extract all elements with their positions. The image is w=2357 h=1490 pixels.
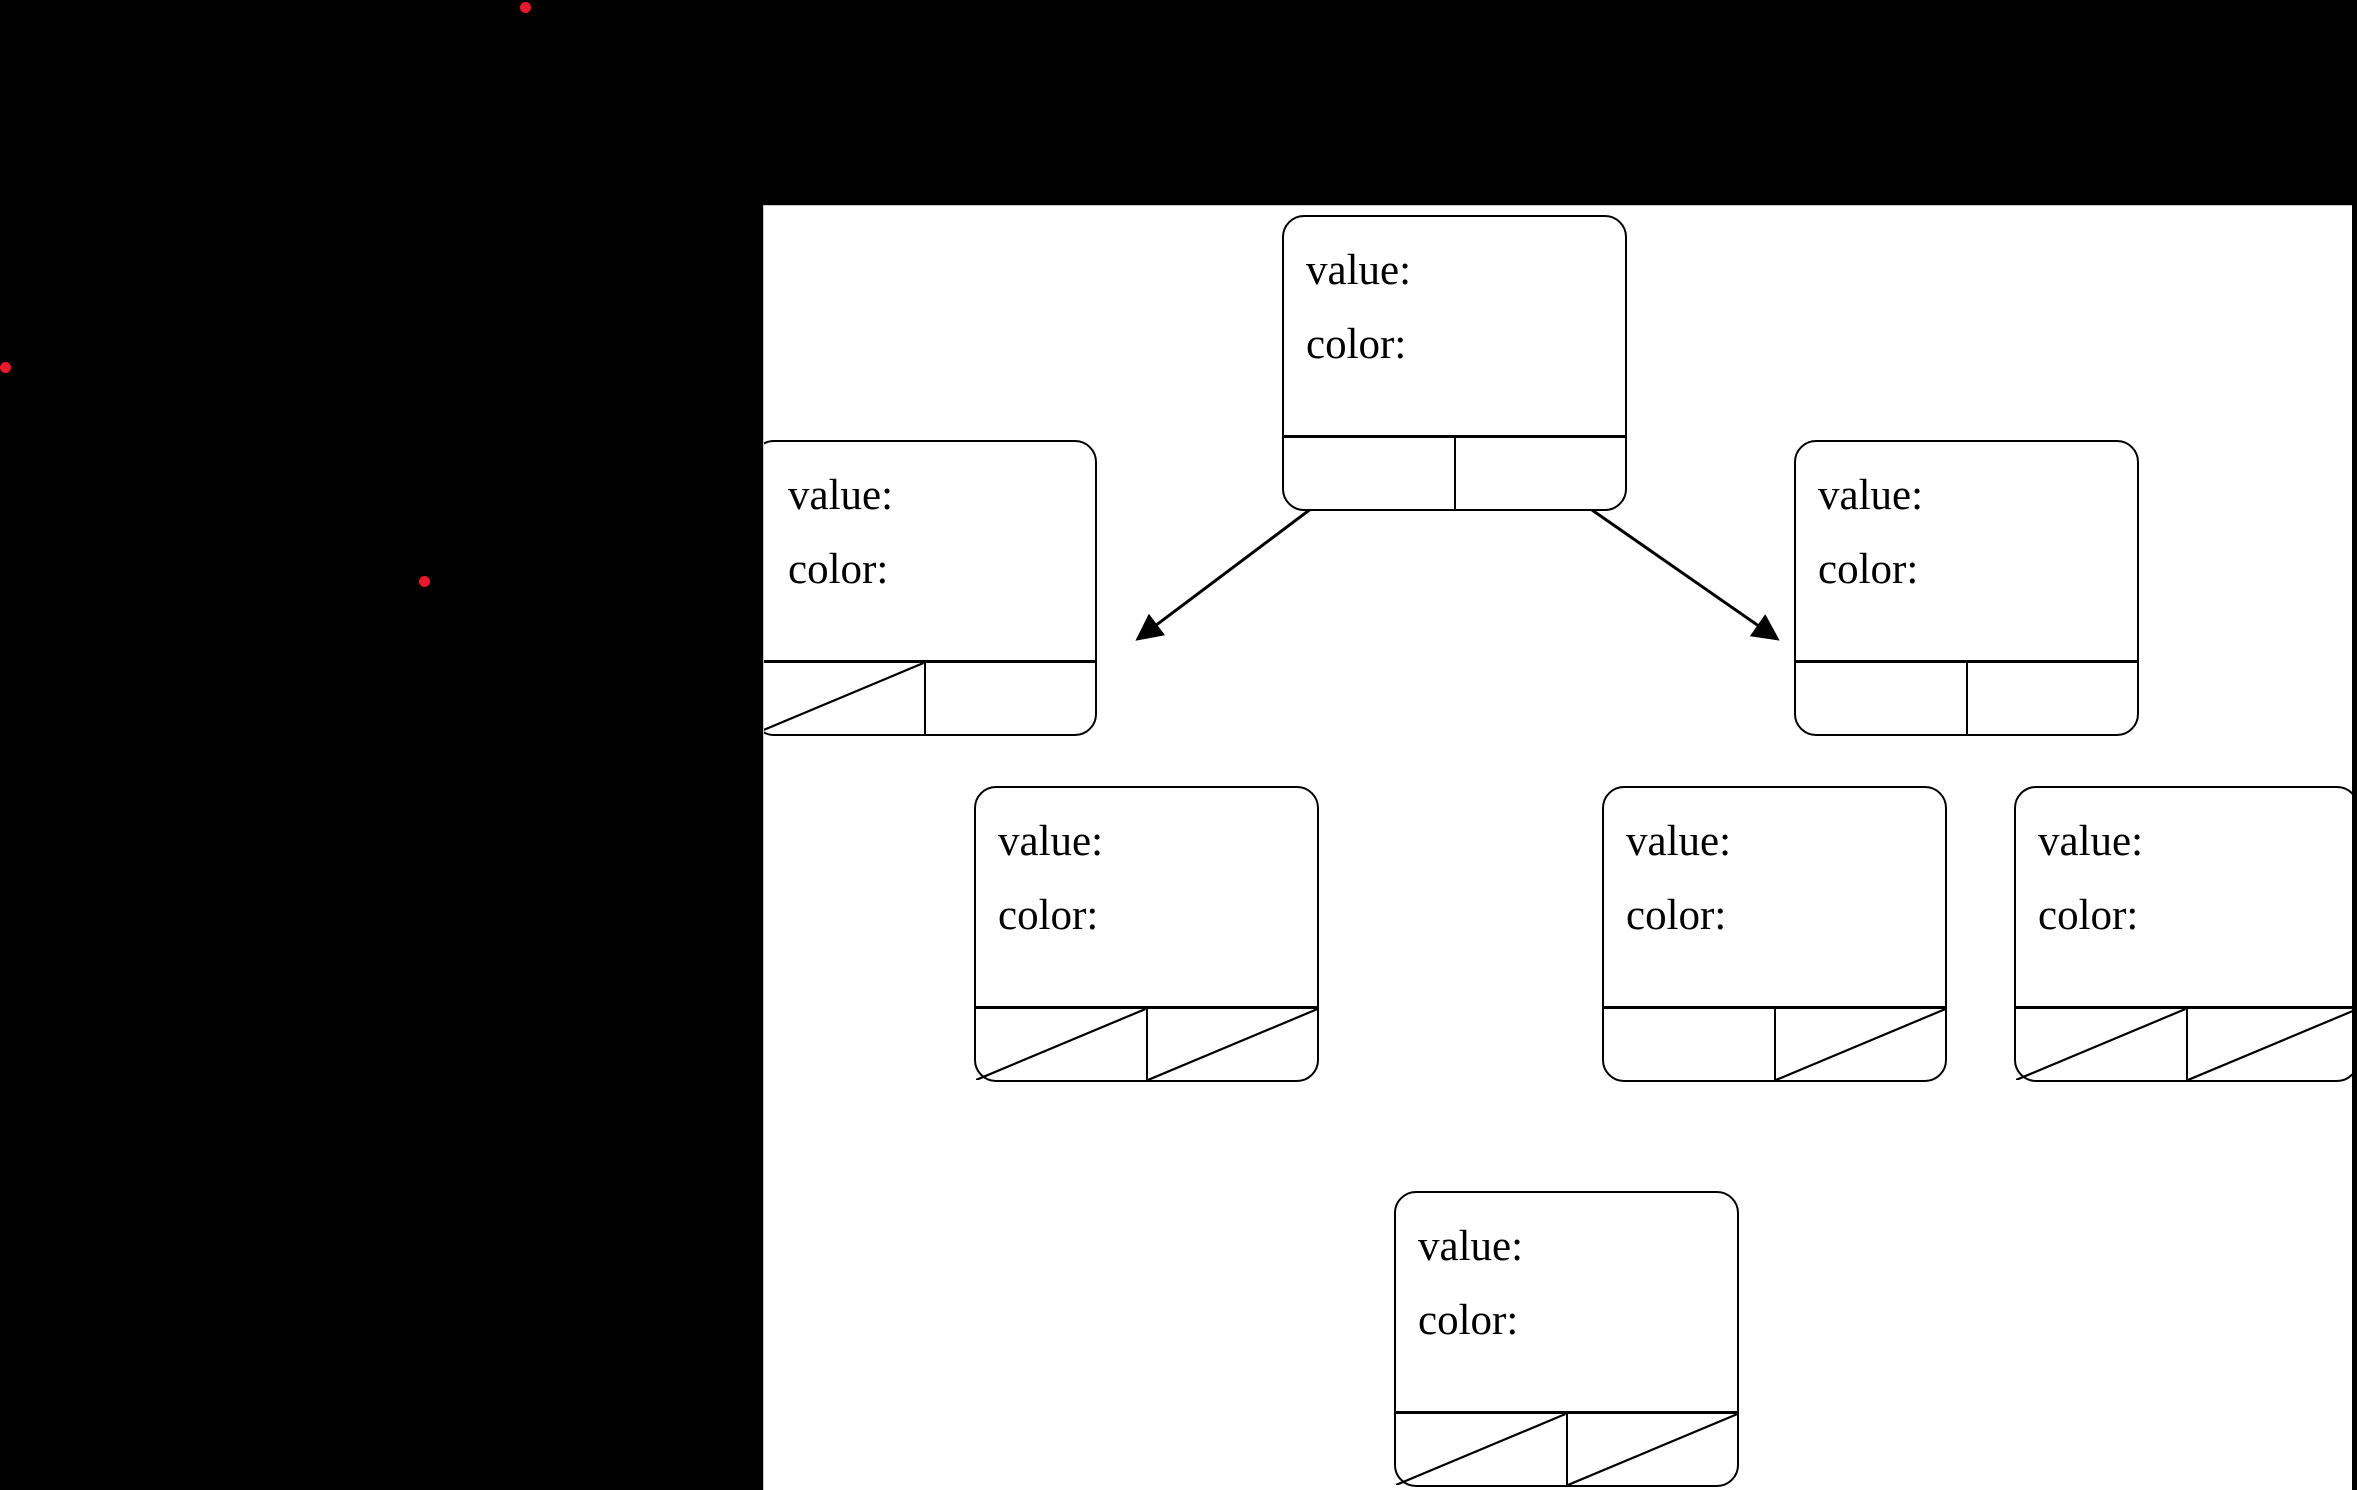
tree-node-left-child-right-leaf[interactable]: value: color: bbox=[974, 786, 1319, 1082]
right-black-strip bbox=[2352, 0, 2357, 1490]
null-slash-icon bbox=[763, 663, 924, 734]
tree-node-root[interactable]: value: color: bbox=[1282, 215, 1627, 511]
node-value-label: value: bbox=[998, 818, 1104, 865]
node-fields: value: color: bbox=[1284, 217, 1625, 366]
node-pointer-bar bbox=[763, 660, 1096, 734]
right-pointer-cell-null[interactable] bbox=[2185, 1009, 2353, 1080]
node-value-label: value: bbox=[1306, 247, 1412, 294]
node-pointer-bar bbox=[976, 1006, 1317, 1080]
node-fields: value: color: bbox=[1604, 788, 1945, 937]
tree-node-right-child-right-leaf[interactable]: value: color: bbox=[2014, 786, 2352, 1082]
null-slash-icon bbox=[1776, 1009, 1946, 1080]
node-fields: value: color: bbox=[1396, 1193, 1737, 1342]
node-pointer-bar bbox=[1796, 660, 2137, 734]
node-value-label: value: bbox=[1626, 818, 1732, 865]
left-pointer-cell-null[interactable] bbox=[1396, 1414, 1566, 1485]
null-slash-icon bbox=[2016, 1009, 2186, 1080]
node-value-label: value: bbox=[2038, 818, 2144, 865]
node-fields: value: color: bbox=[976, 788, 1317, 937]
tree-node-right-child[interactable]: value: color: bbox=[1794, 440, 2139, 736]
node-value-label: value: bbox=[1418, 1223, 1524, 1270]
node-color-label: color: bbox=[1418, 1297, 1519, 1344]
node-pointer-bar bbox=[1604, 1006, 1945, 1080]
right-pointer-cell[interactable] bbox=[1965, 663, 2138, 734]
left-pointer-cell-null[interactable] bbox=[976, 1009, 1146, 1080]
null-slash-icon bbox=[1148, 1009, 1318, 1080]
node-fields: value: color: bbox=[764, 442, 1095, 593]
red-dot-left bbox=[0, 362, 11, 373]
red-dot-top bbox=[520, 2, 531, 13]
node-color-label: color: bbox=[788, 546, 889, 593]
node-value-label: value: bbox=[1818, 472, 1924, 519]
right-pointer-cell-null[interactable] bbox=[1773, 1009, 1946, 1080]
node-color-label: color: bbox=[1306, 321, 1407, 368]
null-slash-icon bbox=[976, 1009, 1146, 1080]
diagram-canvas-panel[interactable]: value: color: value: color: bbox=[763, 205, 2352, 1490]
node-fields: value: color: bbox=[2016, 788, 2352, 937]
null-slash-icon bbox=[1568, 1414, 1738, 1485]
left-pointer-cell-null[interactable] bbox=[763, 663, 924, 734]
node-pointer-bar bbox=[2016, 1006, 2352, 1080]
node-color-label: color: bbox=[1818, 546, 1919, 593]
right-pointer-cell[interactable] bbox=[1453, 438, 1626, 509]
tree-node-deepest-leaf[interactable]: value: color: bbox=[1394, 1191, 1739, 1487]
node-color-label: color: bbox=[2038, 892, 2139, 939]
right-pointer-cell-null[interactable] bbox=[1145, 1009, 1318, 1080]
null-slash-icon bbox=[2188, 1009, 2353, 1080]
right-pointer-cell[interactable] bbox=[923, 663, 1096, 734]
left-pointer-cell-null[interactable] bbox=[2016, 1009, 2186, 1080]
red-dot-mid bbox=[419, 576, 430, 587]
node-color-label: color: bbox=[1626, 892, 1727, 939]
left-pointer-cell[interactable] bbox=[1604, 1009, 1774, 1080]
tree-node-right-child-left-node[interactable]: value: color: bbox=[1602, 786, 1947, 1082]
node-pointer-bar bbox=[1396, 1411, 1737, 1485]
left-pointer-cell[interactable] bbox=[1284, 438, 1454, 509]
node-pointer-bar bbox=[1284, 435, 1625, 509]
right-pointer-cell-null[interactable] bbox=[1565, 1414, 1738, 1485]
node-value-label: value: bbox=[788, 472, 894, 519]
node-color-label: color: bbox=[998, 892, 1099, 939]
left-pointer-cell[interactable] bbox=[1796, 663, 1966, 734]
node-fields: value: color: bbox=[1796, 442, 2137, 591]
null-slash-icon bbox=[1396, 1414, 1566, 1485]
tree-node-left-child[interactable]: value: color: bbox=[763, 440, 1097, 736]
